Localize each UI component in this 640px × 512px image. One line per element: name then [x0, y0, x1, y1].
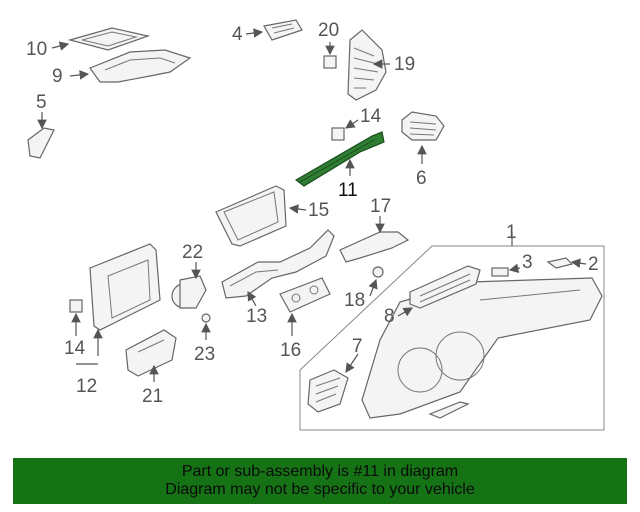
- part-14-clip-bottom: [69, 299, 83, 313]
- callout-5: 5: [36, 92, 47, 113]
- callout-17: 17: [370, 196, 391, 217]
- callout-10: 10: [26, 39, 47, 60]
- part-20-clip: [323, 55, 337, 69]
- callout-1: 1: [506, 222, 517, 243]
- callout-23: 23: [194, 344, 215, 365]
- callout-2: 2: [588, 254, 599, 275]
- part-10-panel: [67, 27, 151, 51]
- callout-18: 18: [344, 290, 365, 311]
- part-9-tray: [89, 49, 192, 83]
- part-21-tray: [125, 329, 177, 377]
- banner-line-1: Part or sub-assembly is #11 in diagram: [181, 463, 459, 480]
- part-14-clip-top: [331, 127, 345, 141]
- callout-7: 7: [352, 336, 363, 357]
- leader-lines: [37, 28, 587, 382]
- callout-3: 3: [522, 252, 533, 273]
- callout-labels: 10 9 4 20 19 5 14 11 6 15 17 22 1 3 2 18…: [26, 20, 599, 407]
- part-13-console-trim: [221, 229, 335, 299]
- part-5-cover: [27, 127, 55, 159]
- part-trim-piece: [428, 401, 470, 419]
- callout-11: 11: [338, 180, 358, 201]
- part-17-bracket: [339, 231, 410, 263]
- part-2-clip: [546, 257, 574, 269]
- callout-20: 20: [318, 20, 339, 41]
- part-19-grille: [347, 29, 387, 101]
- callout-16: 16: [280, 340, 301, 361]
- part-16-switch-panel: [279, 277, 331, 313]
- part-4-switch: [263, 19, 303, 41]
- banner-line-2: Diagram may not be specific to your vehi…: [165, 481, 475, 498]
- callout-12: 12: [76, 376, 97, 397]
- callout-9: 9: [52, 66, 63, 87]
- info-banner: Part or sub-assembly is #11 in diagram D…: [13, 458, 627, 504]
- callout-21: 21: [142, 386, 163, 407]
- callout-19: 19: [394, 54, 415, 75]
- part-15-bezel: [215, 185, 287, 247]
- callout-22: 22: [182, 242, 203, 263]
- callout-13: 13: [246, 306, 267, 327]
- part-23-screw: [201, 313, 211, 323]
- part-18-fastener: [372, 266, 384, 278]
- part-22-lock: [171, 275, 207, 309]
- part-8-vent: [409, 265, 481, 309]
- part-6-vent: [401, 111, 445, 141]
- parts-diagram: 10 9 4 20 19 5 14 11 6 15 17 22 1 3 2 18…: [26, 19, 605, 431]
- part-7-vent: [307, 369, 349, 413]
- callout-14-top: 14: [360, 106, 382, 127]
- part-12-lower-panel: [89, 243, 161, 331]
- assembly-box-1: [299, 245, 605, 431]
- callout-4: 4: [232, 24, 243, 45]
- part-11-trim-strip: [294, 131, 385, 187]
- callout-14-bottom: 14: [64, 338, 86, 359]
- callout-8: 8: [384, 306, 395, 327]
- part-3-clip: [491, 267, 509, 277]
- callout-6: 6: [416, 168, 427, 189]
- callout-15: 15: [308, 200, 329, 221]
- part-1-instrument-panel: [361, 277, 603, 419]
